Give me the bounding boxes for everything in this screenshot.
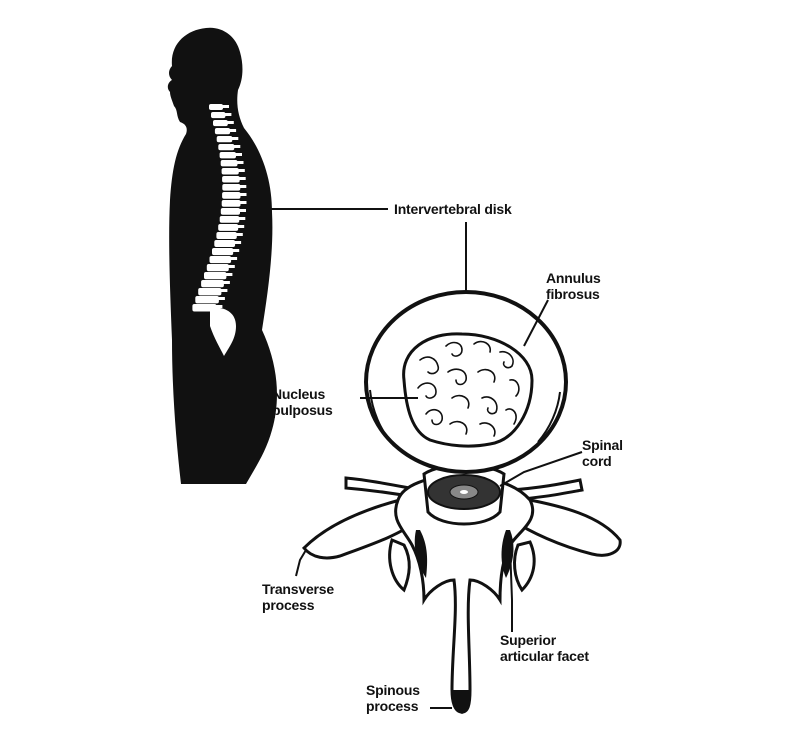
leader-spinal-cord bbox=[499, 451, 583, 487]
vertebra-process bbox=[239, 185, 247, 188]
vertebra-process bbox=[238, 217, 246, 220]
vertebra-process bbox=[237, 225, 245, 228]
spine-vertebrae bbox=[192, 104, 247, 312]
nucleus-texture bbox=[417, 340, 520, 437]
transverse-process-left bbox=[301, 498, 421, 560]
vertebra-process bbox=[226, 121, 234, 124]
vertebra-process bbox=[231, 137, 239, 140]
vertebra bbox=[220, 208, 240, 215]
label-nucleus-pulposus: Nucleus pulposus bbox=[272, 386, 333, 418]
vertebra bbox=[212, 248, 234, 256]
superior-articular-facet-left bbox=[388, 537, 411, 593]
label-spinous-process: Spinous process bbox=[366, 682, 420, 714]
transverse-process-right bbox=[509, 498, 622, 557]
vertebra bbox=[221, 200, 241, 207]
vertebra bbox=[206, 264, 229, 272]
label-spinal-cord: Spinal cord bbox=[582, 437, 623, 469]
label-intervertebral-disk: Intervertebral disk bbox=[394, 201, 512, 217]
vertebra bbox=[209, 104, 223, 110]
vertebra bbox=[216, 232, 237, 239]
vertebra-process bbox=[239, 209, 246, 212]
vertebra bbox=[219, 152, 236, 159]
vertebra bbox=[195, 296, 219, 304]
vertebra-process bbox=[215, 305, 223, 308]
vertebra-process bbox=[236, 161, 244, 164]
vertebra bbox=[211, 112, 226, 119]
vertebra bbox=[220, 160, 238, 167]
disk-edge-shadow-right bbox=[537, 391, 561, 443]
vertebra-process bbox=[239, 193, 247, 196]
vertebra bbox=[222, 184, 241, 191]
vertebra-process bbox=[229, 129, 237, 132]
leader-superior-articular-facet bbox=[509, 545, 513, 632]
vertebra-process bbox=[222, 105, 229, 108]
vertebra bbox=[219, 216, 240, 223]
facet-shadow-left bbox=[414, 530, 428, 578]
vertebra-process bbox=[225, 273, 233, 276]
central-canal bbox=[460, 490, 468, 494]
vertebra-process bbox=[217, 297, 225, 300]
vertebra bbox=[216, 136, 233, 143]
superior-articular-facet-right bbox=[513, 540, 536, 593]
vertebra-process bbox=[230, 257, 238, 260]
vertebra-process bbox=[232, 249, 240, 252]
vertebra bbox=[218, 144, 235, 151]
vertebra bbox=[221, 168, 239, 175]
vertebra-process bbox=[238, 177, 246, 180]
vertebra-process bbox=[222, 281, 230, 284]
leader-transverse-process bbox=[295, 549, 307, 577]
label-annulus-fibrosus: Annulus fibrosus bbox=[546, 270, 601, 302]
vertebra bbox=[214, 128, 231, 135]
sacrum-coccyx bbox=[210, 307, 236, 356]
vertebra-process bbox=[237, 169, 245, 172]
vertebra-process bbox=[227, 265, 235, 268]
vertebra-process bbox=[224, 113, 232, 116]
leader-annulus-fibrosus bbox=[523, 299, 549, 347]
vertebra-process bbox=[220, 289, 228, 292]
vertebra-process bbox=[235, 233, 243, 236]
vertebra bbox=[214, 240, 236, 247]
label-transverse-process: Transverse process bbox=[262, 581, 334, 613]
vertebra-process bbox=[234, 241, 242, 244]
vertebra bbox=[222, 176, 240, 183]
vertebra bbox=[204, 272, 227, 280]
vertebra bbox=[201, 280, 224, 288]
label-superior-articular-facet: Superior articular facet bbox=[500, 632, 589, 664]
vertebra bbox=[209, 256, 232, 264]
nucleus-pulposus bbox=[402, 332, 534, 448]
vertebra bbox=[218, 224, 239, 231]
vertebra bbox=[213, 120, 228, 127]
vertebra bbox=[198, 288, 222, 296]
vertebra-process bbox=[239, 201, 247, 204]
vertebra-process bbox=[233, 145, 241, 148]
spinous-process-tip bbox=[452, 690, 471, 714]
human-silhouette bbox=[167, 27, 277, 485]
vertebra bbox=[222, 192, 241, 199]
vertebra-process bbox=[235, 153, 242, 156]
disk-edge-shadow bbox=[369, 389, 395, 447]
